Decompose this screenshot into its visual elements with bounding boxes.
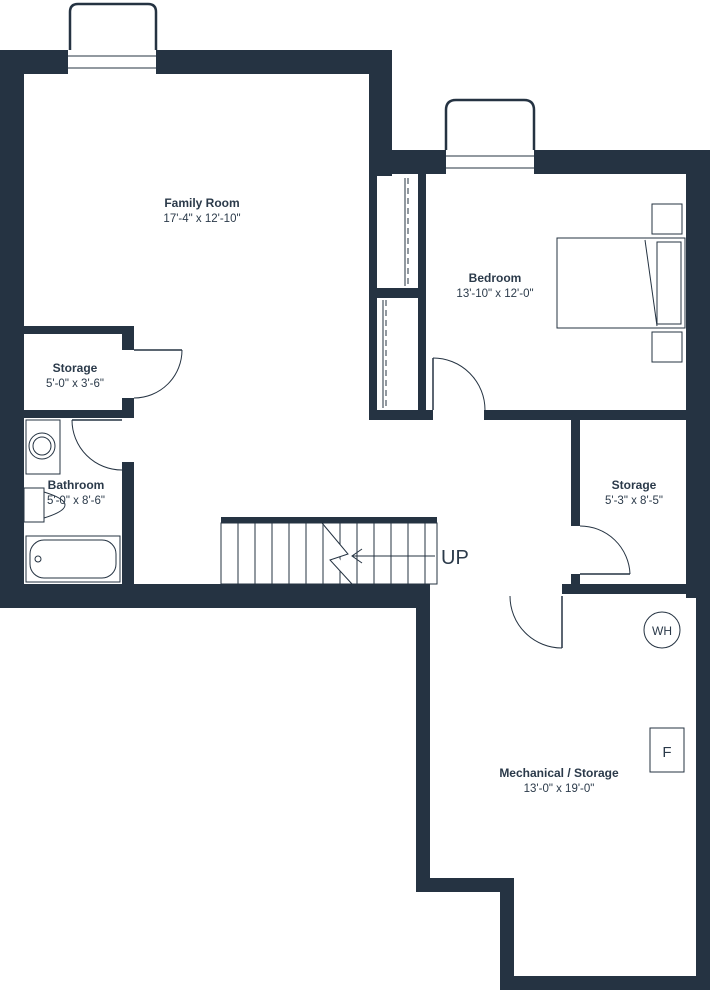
room-name: Mechanical / Storage <box>499 766 619 780</box>
nightstand-top <box>651 203 683 235</box>
room-bedroom: Bedroom 13'-10" x 12'-0" <box>456 271 533 300</box>
room-name: Storage <box>612 478 657 492</box>
door-bedroom <box>432 357 486 411</box>
door-storage-right <box>579 525 631 575</box>
room-dims: 13'-10" x 12'-0" <box>456 288 533 300</box>
room-family-room: Family Room 17'-4" x 12'-10" <box>163 196 240 225</box>
water-heater-label: WH <box>652 624 672 638</box>
window-family-room <box>68 2 158 74</box>
door-bathroom <box>71 419 123 471</box>
room-name: Bathroom <box>48 478 105 492</box>
room-dims: 17'-4" x 12'-10" <box>163 213 240 225</box>
room-bathroom: Bathroom 5'-0" x 8'-6" <box>47 478 105 507</box>
stairs-up-label: UP <box>441 547 469 569</box>
room-storage-left: Storage 5'-0" x 3'-6" <box>46 361 104 390</box>
interior-walls <box>24 174 710 594</box>
toilet <box>23 487 66 523</box>
room-name: Bedroom <box>469 271 522 285</box>
bedroom-closet <box>382 178 409 408</box>
nightstand-bottom <box>651 331 683 363</box>
sink <box>25 419 61 475</box>
room-name: Family Room <box>164 196 239 210</box>
furnace: F <box>649 727 685 773</box>
window-bedroom <box>444 98 536 174</box>
exterior-walls <box>0 50 710 990</box>
furnace-label: F <box>662 744 671 761</box>
door-mechanical <box>509 584 563 649</box>
room-storage-right: Storage 5'-3" x 8'-5" <box>605 478 663 507</box>
room-mechanical: Mechanical / Storage 13'-0" x 19'-0" <box>499 766 619 795</box>
stairs: UP <box>220 522 469 585</box>
bathtub <box>25 535 121 583</box>
room-dims: 5'-0" x 8'-6" <box>47 495 105 507</box>
room-dims: 13'-0" x 19'-0" <box>524 783 595 795</box>
room-name: Storage <box>53 361 98 375</box>
door-storage-left <box>133 349 183 399</box>
water-heater: WH <box>643 611 681 649</box>
room-dims: 5'-0" x 3'-6" <box>46 378 104 390</box>
bed <box>556 237 686 329</box>
room-dims: 5'-3" x 8'-5" <box>605 495 663 507</box>
